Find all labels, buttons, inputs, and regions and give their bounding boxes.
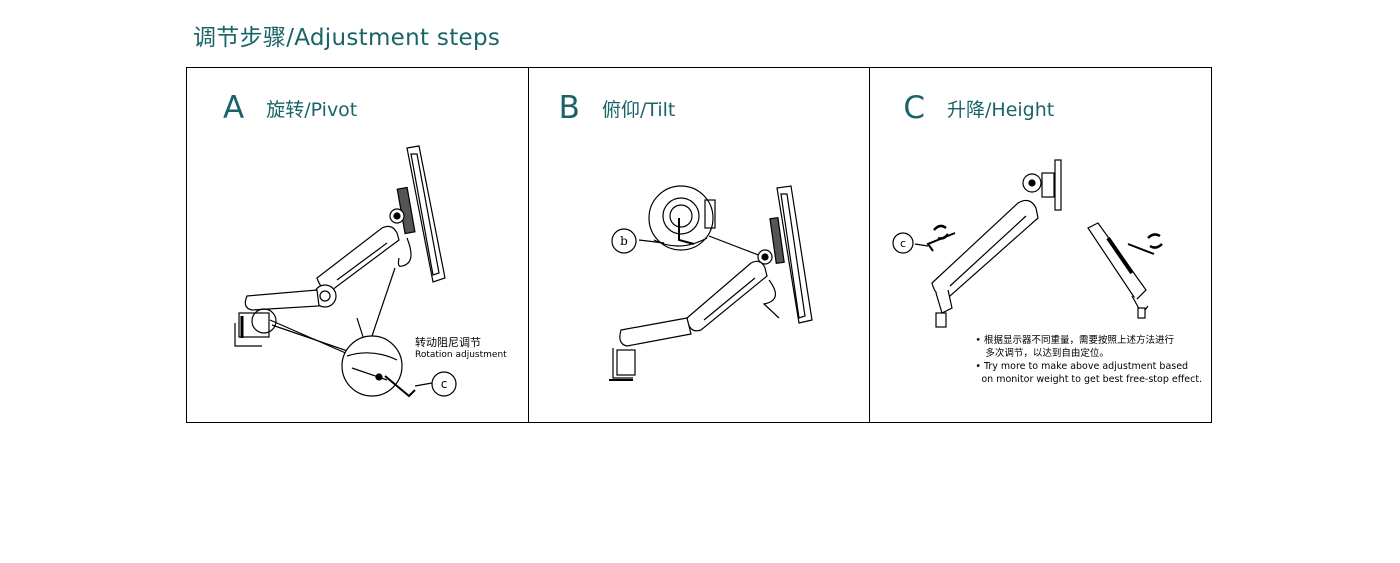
step-letter: B xyxy=(558,90,580,126)
panel-height: C 升降/Height c xyxy=(869,68,1211,422)
panel-heading: C 升降/Height xyxy=(903,90,1054,126)
note-zh-line1: • 根据显示器不同重量，需要按照上述方法进行 xyxy=(975,335,1174,346)
caption-zh: 转动阻尼调节 xyxy=(415,336,481,349)
note-en-line1: • Try more to make above adjustment base… xyxy=(975,361,1189,372)
caption-en: Rotation adjustment xyxy=(415,350,507,360)
step-label: 升降/Height xyxy=(947,98,1055,121)
note-zh-line2: 多次调节，以达到自由定位。 xyxy=(985,348,1109,359)
adjustment-notes: • 根据显示器不同重量，需要按照上述方法进行 多次调节，以达到自由定位。 • T… xyxy=(975,334,1202,386)
step-letter: A xyxy=(223,90,245,126)
callout-c: c xyxy=(441,377,448,391)
page-title: 调节步骤/Adjustment steps xyxy=(193,25,501,51)
height-illustration: c xyxy=(892,159,1164,328)
panel-pivot: A 旋转/Pivot xyxy=(187,68,528,422)
steps-frame: A 旋转/Pivot xyxy=(186,67,1212,423)
step-label: 旋转/Pivot xyxy=(266,98,358,121)
callout-b: b xyxy=(620,234,628,248)
step-letter: C xyxy=(903,90,925,126)
rotation-caption: 转动阻尼调节 Rotation adjustment xyxy=(415,336,507,362)
callout-c: c xyxy=(900,237,906,250)
tilt-illustration: b xyxy=(608,185,813,381)
note-en-line2: on monitor weight to get best free-stop … xyxy=(981,374,1203,385)
pivot-illustration: c xyxy=(234,145,457,398)
panel-tilt: B 俯仰/Tilt b xyxy=(527,68,870,422)
step-label: 俯仰/Tilt xyxy=(601,98,676,121)
panel-heading: A 旋转/Pivot xyxy=(223,90,357,126)
panel-heading: B 俯仰/Tilt xyxy=(559,90,676,126)
